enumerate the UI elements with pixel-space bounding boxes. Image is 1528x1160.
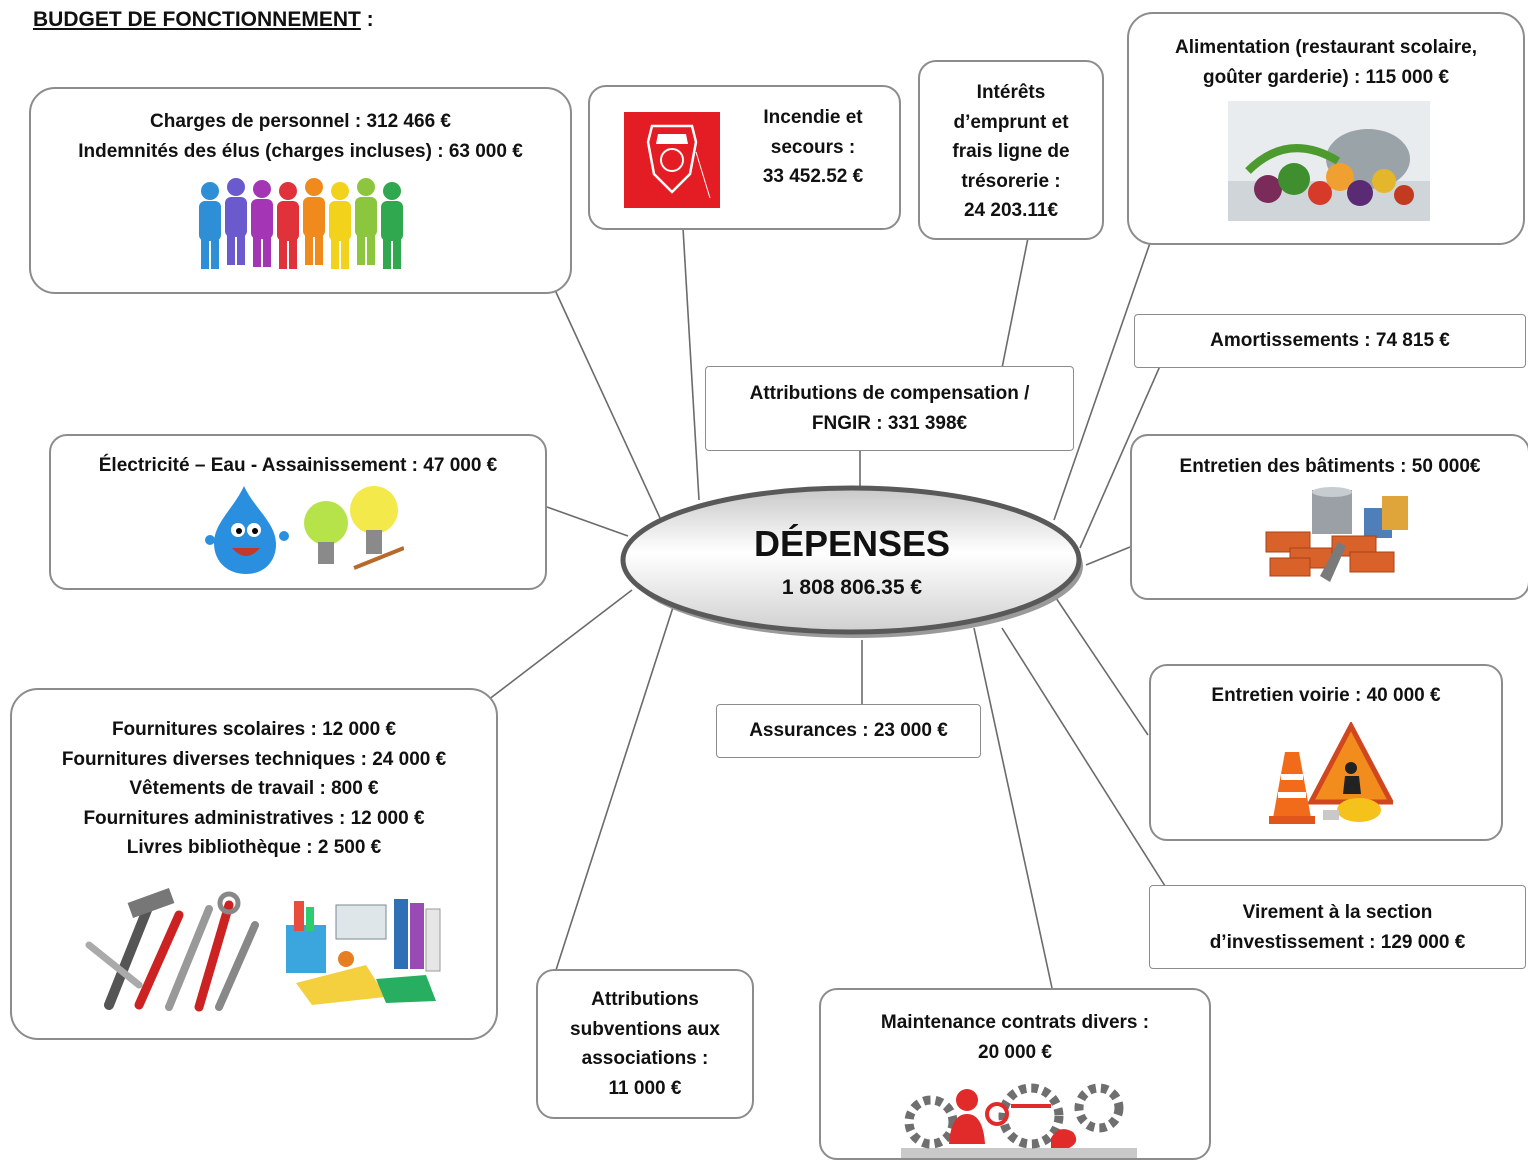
maintenance-gears-icon	[901, 1083, 1137, 1158]
node-text: Livres bibliothèque : 2 500 €	[126, 837, 382, 858]
node-text: Assurances : 23 000 €	[749, 720, 948, 741]
center-title: DÉPENSES	[753, 523, 951, 564]
connector-amortissements	[1079, 365, 1161, 549]
node-maintenance: Maintenance contrats divers : 20 000 €	[819, 988, 1211, 1160]
vegetables-icon	[1228, 101, 1430, 221]
node-text: Amortissements : 74 815 €	[1210, 330, 1450, 351]
node-text: FNGIR : 331 398€	[811, 412, 968, 434]
firefighters-logo-icon	[624, 112, 720, 208]
connector-interets	[1001, 237, 1029, 369]
node-text: Entretien des bâtiments : 50 000€	[1179, 456, 1481, 477]
node-text: frais ligne de	[952, 141, 1070, 162]
node-alimentation: Alimentation (restaurant scolaire, goûte…	[1127, 12, 1525, 245]
connector-alimentation	[1053, 242, 1151, 521]
node-text: goûter garderie) : 115 000 €	[1202, 66, 1450, 88]
center-amount: 1 808 806.35 €	[781, 576, 923, 599]
node-fournitures: Fournitures scolaires : 12 000 € Fournit…	[10, 688, 498, 1040]
node-interets: Intérêts d’emprunt et frais ligne de tré…	[918, 60, 1104, 240]
node-text: Fournitures scolaires : 12 000 €	[111, 719, 397, 740]
node-text: d’investissement : 129 000 €	[1209, 931, 1466, 953]
node-assurances: Assurances : 23 000 €	[716, 704, 981, 758]
node-text: 24 203.11€	[963, 200, 1059, 221]
page-heading: BUDGET DE FONCTIONNEMENT :	[33, 8, 374, 31]
node-text: Fournitures administratives : 12 000 €	[83, 807, 425, 829]
water-drop-lightbulb-icon	[205, 486, 404, 574]
node-incendie: Incendie et secours : 33 452.52 €	[588, 85, 901, 230]
central-ellipse	[620, 485, 1083, 638]
node-attributions-compensation: Attributions de compensation / FNGIR : 3…	[705, 366, 1074, 451]
node-text: 20 000 €	[978, 1041, 1052, 1063]
node-electricite: Électricité – Eau - Assainissement : 47 …	[49, 434, 547, 590]
connector-personnel	[554, 289, 661, 519]
node-text: Indemnités des élus (charges incluses) :…	[78, 140, 523, 162]
node-text: Fournitures diverses techniques : 24 000…	[61, 748, 447, 770]
node-amortissements: Amortissements : 74 815 €	[1134, 314, 1526, 368]
connector-fournitures	[487, 589, 633, 701]
connector-maintenance	[973, 627, 1053, 989]
office-supplies-icon	[286, 899, 441, 1005]
tools-icon	[85, 887, 259, 1012]
connector-virement	[1001, 627, 1166, 887]
node-text: subventions aux	[570, 1018, 720, 1040]
node-personnel: Charges de personnel : 312 466 € Indemni…	[29, 87, 572, 294]
node-text: Électricité – Eau - Assainissement : 47 …	[98, 455, 498, 476]
central-node: DÉPENSES 1 808 806.35 €	[615, 482, 1089, 642]
node-text: Vêtements de travail : 800 €	[129, 778, 379, 799]
node-text: Entretien voirie : 40 000 €	[1211, 685, 1441, 706]
node-batiments: Entretien des bâtiments : 50 000€	[1130, 434, 1528, 600]
road-works-icon	[1269, 722, 1393, 824]
connector-incendie	[682, 227, 700, 501]
node-text: Attributions de compensation /	[749, 383, 1030, 404]
connector-subventions	[555, 597, 677, 971]
connector-batiments	[1085, 546, 1131, 566]
node-text: associations :	[581, 1048, 709, 1069]
node-text: Charges de personnel : 312 466 €	[150, 111, 451, 132]
node-text: Maintenance contrats divers :	[880, 1012, 1150, 1033]
node-text: Alimentation (restaurant scolaire,	[1175, 37, 1477, 58]
building-materials-icon	[1265, 487, 1408, 582]
node-virement: Virement à la section d’investissement :…	[1149, 885, 1526, 969]
node-text: secours :	[770, 136, 856, 158]
node-text: Attributions	[591, 989, 699, 1010]
connector-voirie	[1055, 597, 1149, 736]
node-text: d’emprunt et	[953, 111, 1069, 133]
node-text: 11 000 €	[608, 1077, 682, 1099]
people-group-icon	[199, 178, 403, 269]
node-voirie: Entretien voirie : 40 000 €	[1149, 664, 1503, 841]
node-text: trésorerie :	[961, 170, 1061, 192]
node-text: Incendie et	[763, 107, 863, 128]
connector-electricite	[546, 506, 629, 537]
node-text: 33 452.52 €	[762, 166, 864, 187]
node-text: Virement à la section	[1242, 902, 1433, 923]
node-text: Intérêts	[976, 82, 1046, 103]
node-subventions: Attributions subventions aux association…	[536, 969, 754, 1119]
